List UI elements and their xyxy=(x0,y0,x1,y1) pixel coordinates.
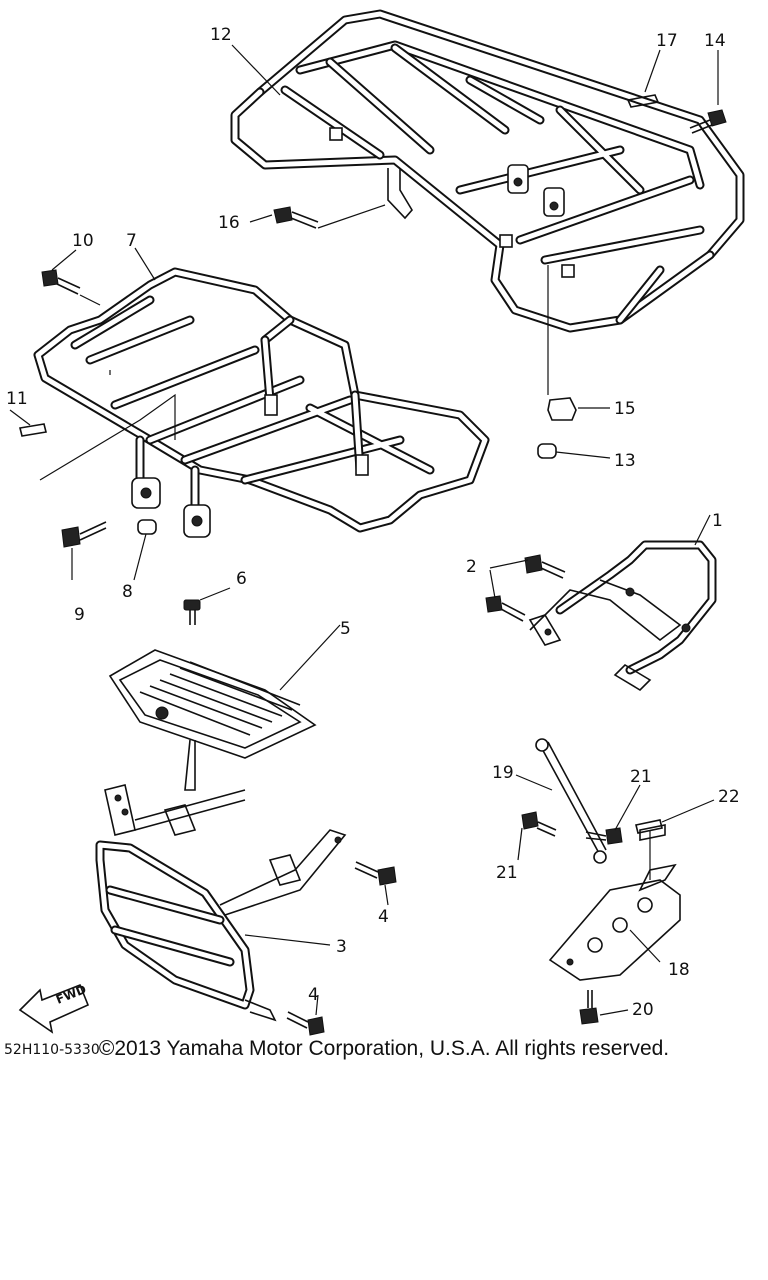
label-part-16: 16 xyxy=(218,213,240,233)
label-part-18: 18 xyxy=(668,960,690,980)
drawing-code: 52H110-5330 xyxy=(4,1042,100,1058)
label-part-2: 2 xyxy=(466,557,477,577)
label-part-3: 3 xyxy=(336,937,347,957)
label-part-13: 13 xyxy=(614,451,636,471)
label-part-14: 14 xyxy=(704,31,726,51)
label-part-1: 1 xyxy=(712,511,723,531)
label-part-12: 12 xyxy=(210,25,232,45)
label-part-8: 8 xyxy=(122,582,133,602)
label-part-21a: 21 xyxy=(630,767,652,787)
parts-diagram: FWD 1 2 3 4 4 5 6 7 8 9 10 11 12 13 14 1… xyxy=(4,9,745,1058)
label-part-4a: 4 xyxy=(378,907,389,927)
label-part-11: 11 xyxy=(6,389,28,409)
footrest-plate xyxy=(108,649,317,791)
label-part-20: 20 xyxy=(632,1000,654,1020)
rear-carrier xyxy=(230,9,745,333)
label-part-21b: 21 xyxy=(496,863,518,883)
label-part-5: 5 xyxy=(340,619,351,639)
label-part-7: 7 xyxy=(126,231,137,251)
label-part-17: 17 xyxy=(656,31,678,51)
label-part-15: 15 xyxy=(614,399,636,419)
part-labels: 1 2 3 4 4 5 6 7 8 9 10 11 12 13 14 15 16… xyxy=(4,25,740,1058)
copyright-notice: ©2013 Yamaha Motor Corporation, U.S.A. A… xyxy=(98,1037,670,1060)
label-part-10: 10 xyxy=(72,231,94,251)
fasteners xyxy=(19,94,727,1036)
footrest-guard xyxy=(528,540,717,692)
fwd-arrow-icon: FWD xyxy=(18,982,90,1034)
label-part-6: 6 xyxy=(236,569,247,589)
footrest-bracket xyxy=(95,784,347,1022)
label-part-4b: 4 xyxy=(308,985,319,1005)
front-carrier xyxy=(33,267,490,538)
footrest-brace xyxy=(535,738,681,981)
label-part-19: 19 xyxy=(492,763,514,783)
label-part-22: 22 xyxy=(718,787,740,807)
leader-lines xyxy=(9,44,719,1016)
label-part-9: 9 xyxy=(74,605,85,625)
